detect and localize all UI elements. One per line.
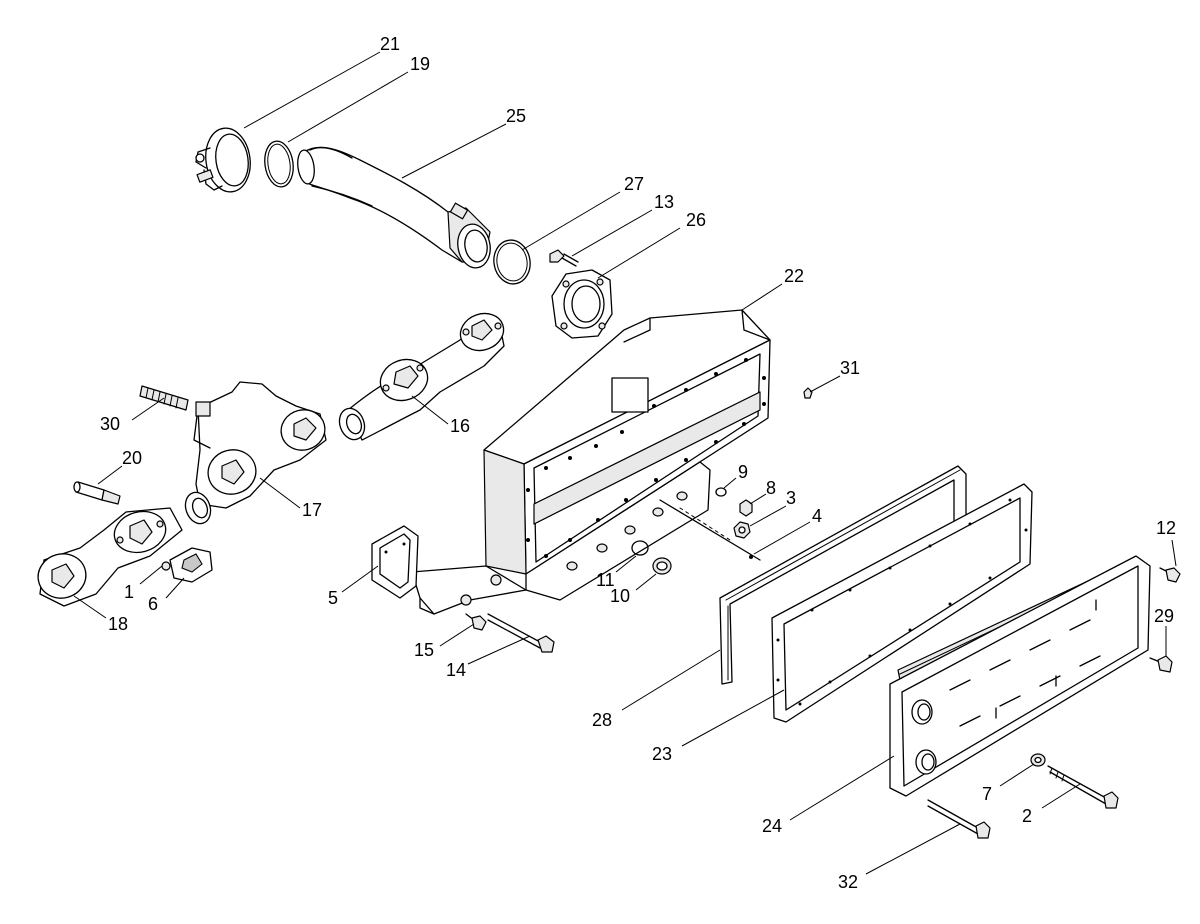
housing-bolt-holes [526,358,766,558]
callout-23: 23 [652,744,672,764]
part-gasket-6 [169,547,213,583]
callout-13: 13 [654,192,674,212]
part-stud-20 [73,481,121,505]
part-o-ring-9 [715,487,727,497]
part-intercooler-housing [411,309,771,615]
part-flange-26 [551,269,613,339]
callout-15: 15 [414,640,434,660]
part-charge-air-pipe [297,146,491,269]
callout-16: 16 [450,416,470,436]
callout-9: 9 [738,462,748,482]
part-gasket-5 [371,525,419,599]
part-bolt-2 [1047,765,1119,809]
callout-10: 10 [610,586,630,606]
callout-8: 8 [766,478,776,498]
part-screw-31 [803,387,813,399]
part-pin-1 [161,561,171,571]
callout-17: 17 [302,500,322,520]
part-bolt-12 [1159,567,1181,583]
callout-6: 6 [148,594,158,614]
part-bolt-15 [465,613,487,631]
part-washer-7 [1030,753,1046,767]
part-gasket-23 [771,483,1033,723]
gasket-23-holes [776,498,1028,706]
callout-14: 14 [446,660,466,680]
callout-29: 29 [1154,606,1174,626]
part-manifold-17 [184,381,327,525]
part-cooler-core [889,555,1151,797]
callout-12: 12 [1156,518,1176,538]
callout-21: 21 [380,34,400,54]
cooler-core-slots [949,599,1101,727]
callout-27: 27 [624,174,644,194]
callout-3: 3 [786,488,796,508]
callout-11: 11 [596,570,615,590]
part-manifold-18 [37,507,183,607]
part-manifold-16 [338,312,505,441]
callout-18: 18 [108,614,128,634]
callout-5: 5 [328,588,338,608]
callout-labels: 21 19 25 27 13 26 22 31 30 16 20 17 9 8 … [100,34,1176,892]
part-o-ring-lower [493,239,531,285]
part-gasket-28 [719,465,967,685]
part-screw-13 [549,249,579,267]
part-plug-3 [733,521,751,539]
callout-22: 22 [784,266,804,286]
callout-4: 4 [812,506,822,526]
callout-24: 24 [762,816,782,836]
part-o-ring-11 [631,540,649,556]
callout-2: 2 [1022,806,1032,826]
callout-19: 19 [410,54,430,74]
part-bolt-14 [487,613,555,653]
leader-lines [73,51,1177,875]
callout-26: 26 [686,210,706,230]
callout-20: 20 [122,448,142,468]
callout-25: 25 [506,106,526,126]
callout-28: 28 [592,710,612,730]
part-hose-clamp [195,127,251,193]
callout-1: 1 [124,582,134,602]
callout-7: 7 [982,784,992,804]
callout-32: 32 [838,872,858,892]
part-bolt-32 [927,799,991,839]
part-plug-10 [652,557,672,575]
part-o-ring-upper [264,140,294,188]
part-plug-8 [739,499,753,517]
part-bolt-29 [1149,655,1173,673]
callout-31: 31 [840,358,860,378]
part-plug-4 [749,555,753,559]
callout-30: 30 [100,414,120,434]
